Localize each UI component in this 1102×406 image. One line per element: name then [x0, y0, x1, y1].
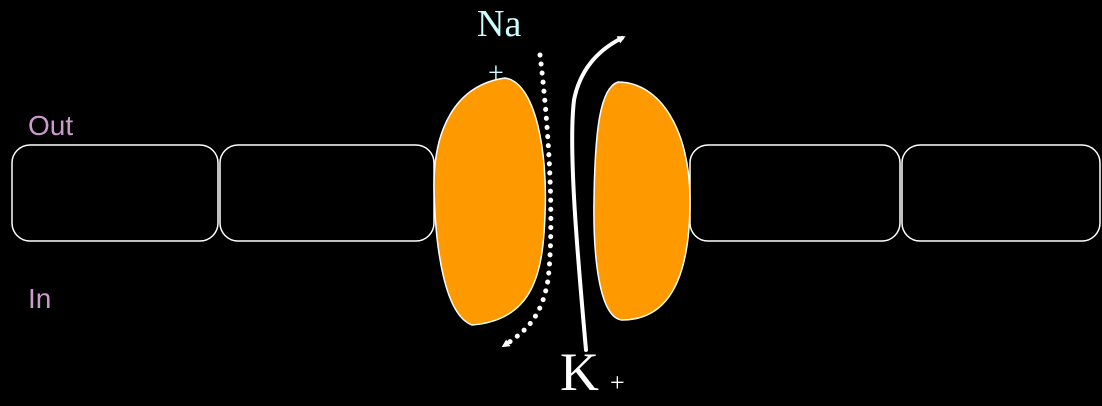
membrane-segment-3 — [689, 144, 901, 242]
membrane-segment-2 — [219, 144, 435, 242]
potassium-ion-label: K — [560, 342, 599, 402]
potassium-charge-label: + — [610, 368, 625, 397]
channel-protein-right — [593, 81, 691, 321]
membrane-segment-4 — [901, 144, 1101, 242]
potassium-flow-arrow — [570, 36, 626, 352]
sodium-flow-arrow — [501, 52, 554, 348]
inside-label: In — [28, 283, 52, 314]
membrane-segment-1 — [11, 144, 219, 242]
channel-protein-left — [433, 77, 547, 326]
sodium-charge-label: + — [488, 58, 504, 89]
outside-label: Out — [28, 110, 74, 141]
sodium-ion-label: Na — [477, 3, 522, 45]
